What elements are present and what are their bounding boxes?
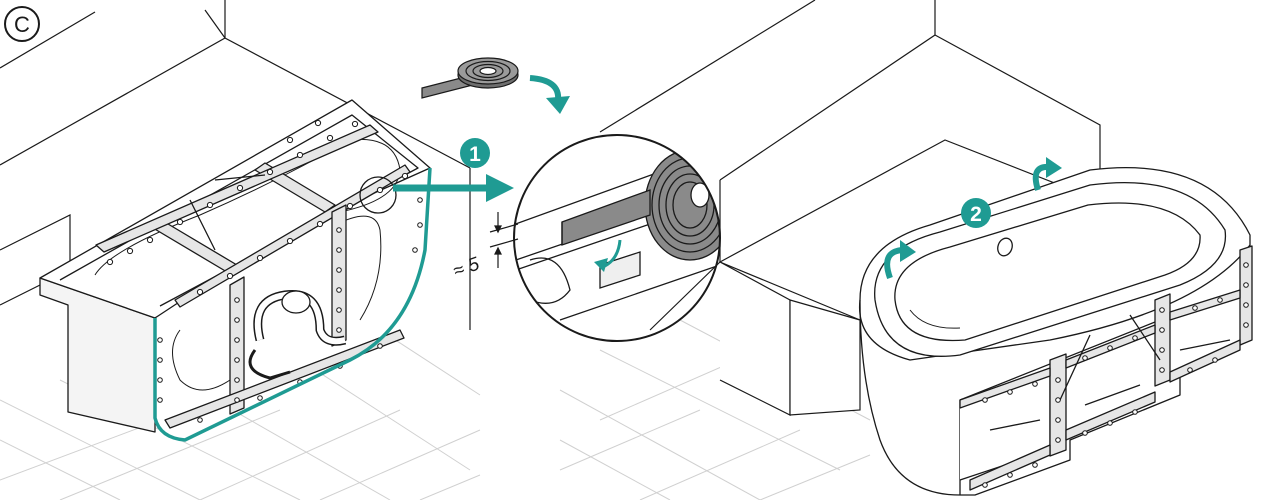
floor-grid-right [559, 319, 871, 500]
step-number-2: 2 [970, 203, 982, 226]
room-walls-left [0, 0, 471, 330]
gap-label: ≈ 5 [450, 254, 482, 283]
step-number-1: 1 [469, 143, 481, 166]
freestanding-bathtub [858, 167, 1253, 496]
bathtub-frame-left [39, 99, 431, 441]
pointer-arrow-icon [393, 174, 514, 202]
tape-roll-icon [421, 57, 519, 99]
curved-arrow-icon [529, 75, 570, 114]
panel-letter-badge: C [4, 6, 40, 42]
room-walls-right [599, 0, 1101, 262]
rotate-arrow-icon [884, 240, 916, 280]
frame-holes-right [982, 262, 1249, 488]
panel-letter: C [14, 12, 30, 37]
step-badge-1: 1 [460, 138, 490, 168]
detail-marker-circle [359, 176, 397, 214]
magnifier-circle [513, 134, 721, 342]
platform-block [649, 139, 1087, 416]
sealing-tape-edge [153, 167, 432, 442]
rotate-arrow-icon [1032, 157, 1062, 191]
gap-dimension [489, 212, 519, 268]
step-badge-2: 2 [961, 198, 991, 228]
